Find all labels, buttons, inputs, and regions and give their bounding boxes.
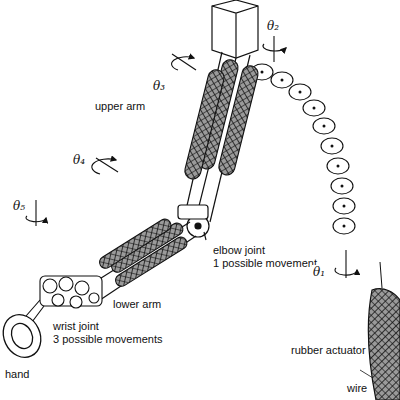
label-holder: hand [4, 364, 30, 382]
part-label: lower arm [112, 298, 162, 310]
pulley-rim [321, 138, 343, 154]
upper-arm-actuators [183, 58, 260, 181]
wrist-pulley [75, 281, 89, 295]
rotation-arrows [26, 36, 357, 278]
pulley-disc [333, 218, 355, 234]
label-holder: rubber actuator [290, 340, 367, 358]
pulley-disc [331, 178, 353, 194]
label-holder: θ₂ [266, 16, 280, 34]
pulley-rim [333, 198, 355, 214]
rotation-arrow [263, 44, 286, 51]
wrist-pulley [70, 296, 82, 308]
label-holder: 1 possible movement [212, 253, 318, 271]
part-label: wire [346, 382, 368, 394]
rotation-arrow [92, 159, 116, 174]
elbow-axle [195, 223, 201, 229]
muscle-actuator [183, 68, 226, 181]
joint-angle-label: θ₁ [312, 265, 326, 279]
base-edge [212, 6, 258, 58]
base-rubber-actuator [360, 262, 400, 400]
pulley-axle [313, 107, 316, 110]
joint-angle-label: θ₄ [72, 153, 86, 167]
part-label: upper arm [94, 100, 146, 112]
elbow-bracket [178, 205, 208, 219]
base-block [212, 0, 258, 58]
pulley-disc [303, 100, 325, 116]
pulley-rim [289, 84, 311, 100]
label-holder: 3 possible movements [52, 329, 163, 347]
part-label: 1 possible movement [212, 257, 318, 269]
label-holder: θ₄ [72, 150, 86, 168]
label-holder: θ₅ [12, 196, 26, 214]
label-holder: θ₃ [152, 76, 166, 94]
wrist-mechanism [26, 276, 102, 322]
base-housing [212, 0, 258, 58]
joint-angle-label: θ₂ [266, 19, 280, 33]
pulley-rim [303, 100, 325, 116]
part-label: wrist joint [52, 320, 100, 332]
label-holder: θ₁ [312, 262, 326, 280]
wrist-pulley [52, 294, 64, 306]
pulley-rim [333, 218, 355, 234]
pulley-rim [327, 158, 349, 174]
rotation-arrow [335, 268, 357, 275]
pulley-rim [313, 118, 335, 134]
part-label: rubber actuator [290, 344, 367, 356]
wrist-pulley [59, 277, 73, 291]
wrist-pulley [89, 293, 99, 303]
rotation-axis [172, 54, 196, 70]
pulley-disc [327, 158, 349, 174]
pulley-axle [343, 205, 346, 208]
label-holder: elbow joint [212, 240, 266, 258]
label-holder: wire [346, 378, 368, 396]
pulley-disc [321, 138, 343, 154]
hand-part [0, 308, 48, 363]
label-holder: wrist joint [52, 316, 100, 334]
pulley-disc [271, 72, 293, 88]
pulley-disc [333, 198, 355, 214]
leader-line [360, 370, 373, 378]
pulley-axle [323, 125, 326, 128]
pulley-disc [289, 84, 311, 100]
actuator-wire [380, 262, 382, 288]
pulley-axle [299, 91, 302, 94]
pulley-axle [331, 145, 334, 148]
lower-arm-actuators [97, 217, 189, 289]
joint-angle-label: θ₅ [12, 199, 26, 213]
label-holder: lower arm [112, 294, 162, 312]
rotation-arrow [172, 57, 194, 70]
rotation-axis [273, 36, 274, 62]
label-holder: upper arm [94, 96, 146, 114]
pulley-axle [281, 79, 284, 82]
pulley-rim [271, 72, 293, 88]
pulley-axle [343, 225, 346, 228]
shoulder-pulley-chain [251, 64, 355, 234]
pulley-axle [261, 71, 264, 74]
part-label: 3 possible movements [52, 333, 163, 345]
rubber-actuator-body [369, 289, 400, 400]
pulley-axle [337, 165, 340, 168]
pulley-disc [313, 118, 335, 134]
joint-angle-label: θ₃ [152, 79, 166, 93]
rotation-arrow [26, 216, 46, 222]
pulley-axle [341, 185, 344, 188]
hand-grip [7, 320, 36, 352]
muscle-actuator [97, 217, 173, 271]
leader-line [204, 232, 206, 240]
rotation-axis [345, 250, 346, 278]
part-label: hand [4, 368, 30, 380]
wrist-pulley [43, 279, 57, 293]
pulley-rim [331, 178, 353, 194]
part-label: elbow joint [212, 244, 266, 256]
hand-shell [0, 308, 48, 363]
